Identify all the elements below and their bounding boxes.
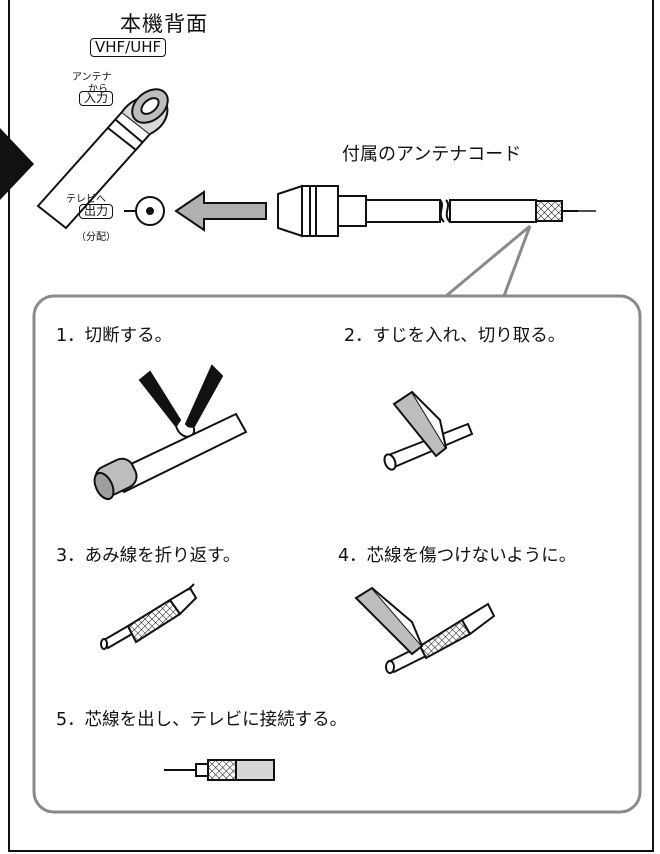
to-tv-label: テレビへ <box>66 194 106 205</box>
port-label: VHF/UHF <box>90 38 167 57</box>
from-antenna-label: アンテナ <box>72 72 112 83</box>
callout-pointer <box>445 224 532 298</box>
step4-illustration <box>354 586 496 674</box>
step-3-label: 3．あみ線を折り返す。 <box>56 546 241 566</box>
step3-illustration <box>100 583 198 650</box>
connect-arrow <box>174 190 267 232</box>
antenna-cable <box>277 184 596 238</box>
cable-label: 付属のアンテナコード <box>342 144 522 165</box>
page-frame <box>8 0 654 852</box>
split-note: （分配） <box>76 232 116 243</box>
antenna-input-plug <box>36 88 169 230</box>
step-5-label: 5．芯線を出し、テレビに接続する。 <box>56 710 348 730</box>
panel-title: 本機背面 <box>120 12 208 36</box>
pointer-marker <box>0 128 34 200</box>
step2-illustration <box>383 390 474 471</box>
output-label: 出力 <box>79 204 114 220</box>
steps-callout-box <box>32 294 642 814</box>
step5-illustration <box>164 759 275 781</box>
from-antenna-label-2: から <box>88 84 108 95</box>
step-4-label: 4．芯線を傷つけないように。 <box>338 546 577 566</box>
step-2-label: 2．すじを入れ、切り取る。 <box>344 326 566 346</box>
step-1-label: 1．切断する。 <box>56 326 173 346</box>
output-terminal <box>124 196 165 226</box>
input-label: 入力 <box>79 91 114 107</box>
step1-illustration <box>93 364 248 501</box>
